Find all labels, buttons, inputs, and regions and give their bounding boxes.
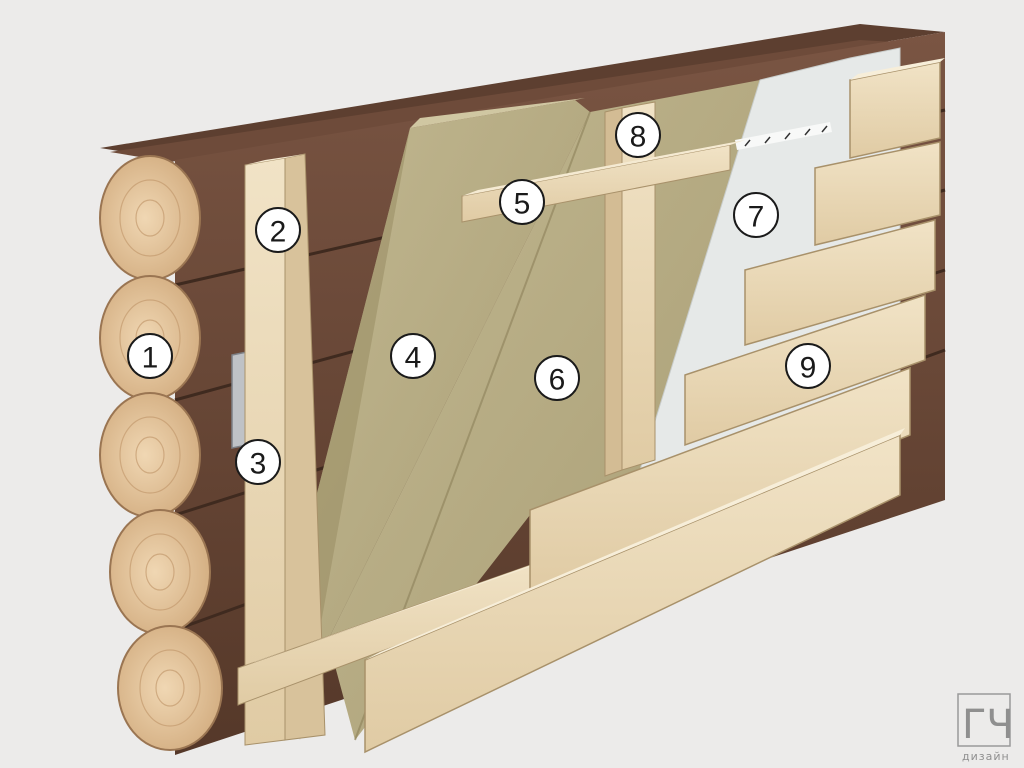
callout-4-label: 4 (405, 342, 422, 375)
callout-6-label: 6 (549, 364, 566, 397)
siding-board (814, 141, 941, 246)
callout-5-label: 5 (514, 188, 531, 221)
logo: ГЧ дизайн (957, 693, 1014, 763)
callout-9: 9 (785, 343, 831, 389)
counter-batten (604, 101, 656, 477)
siding-board (364, 428, 905, 754)
callout-3: 3 (235, 439, 281, 485)
log-ends (99, 155, 223, 751)
callout-4: 4 (390, 333, 436, 379)
callout-7-label: 7 (748, 201, 765, 234)
logo-sub-text: дизайн (962, 750, 1010, 763)
callout-1: 1 (127, 333, 173, 379)
callout-8-label: 8 (630, 121, 647, 154)
callouts: 1 2 3 4 5 6 7 8 (127, 112, 831, 485)
callout-1-label: 1 (142, 342, 159, 375)
callout-2: 2 (255, 207, 301, 253)
callout-6: 6 (534, 355, 580, 401)
siding-boards (364, 58, 945, 754)
callout-5: 5 (499, 179, 545, 225)
siding-board (529, 366, 911, 592)
callout-8: 8 (615, 112, 661, 158)
siding-board (744, 219, 936, 346)
callout-7: 7 (733, 192, 779, 238)
siding-board (849, 58, 945, 159)
callout-3-label: 3 (250, 448, 267, 481)
callout-9-label: 9 (800, 352, 817, 385)
logo-main-text: ГЧ (962, 702, 1014, 748)
callout-2-label: 2 (270, 216, 287, 249)
